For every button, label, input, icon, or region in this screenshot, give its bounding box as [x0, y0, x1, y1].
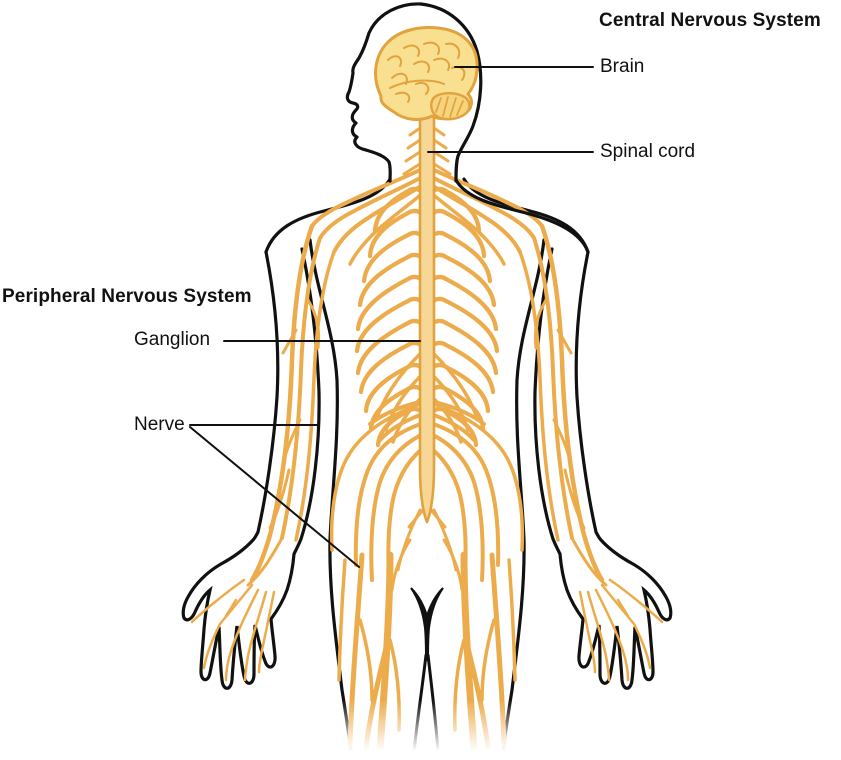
brain-gyri [387, 41, 466, 103]
cns-heading: Central Nervous System [599, 10, 821, 31]
head-outline [345, 2, 590, 254]
label-leader-lines [189, 66, 594, 568]
brain-label: Brain [600, 56, 645, 77]
cerebellum-striations [435, 96, 464, 118]
brain-drawing [374, 26, 479, 121]
pns-heading: Peripheral Nervous System [2, 286, 252, 307]
ganglion-label: Ganglion [134, 329, 211, 350]
bottom-fade [0, 700, 841, 760]
spinal-cord-drawing [418, 102, 436, 524]
spinal-cord-label: Spinal cord [600, 141, 696, 162]
pubic-mark [410, 587, 444, 661]
nerve-label: Nerve [134, 414, 185, 435]
